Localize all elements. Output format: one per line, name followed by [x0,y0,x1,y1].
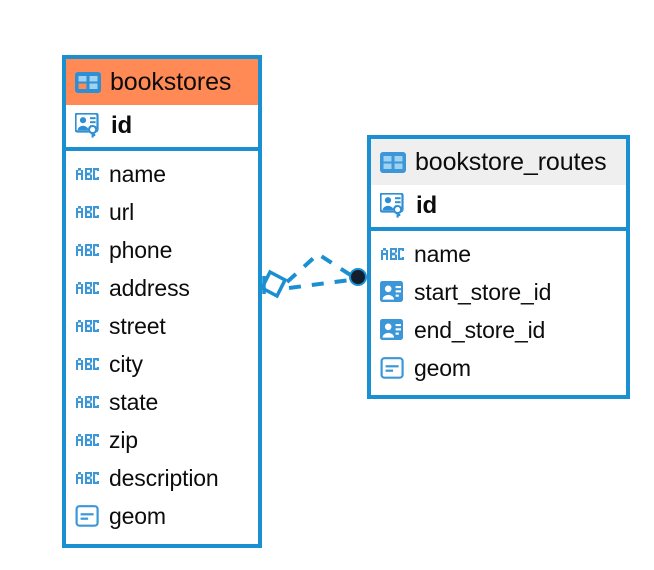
field-row-id[interactable]: id [371,185,626,231]
field-label-street: street [109,312,166,339]
field-row-start-store-id[interactable]: start_store_id [371,273,626,311]
primary-key-icon [379,192,407,219]
field-list-bookstores: id name [66,105,258,540]
text-abc-icon [75,395,100,409]
field-row-geom[interactable]: geom [371,349,626,392]
entity-title-bookstore-routes: bookstore_routes [415,147,607,176]
diamond-outline-marker [259,269,288,299]
foreign-key-icon [380,318,405,342]
text-abc-icon [75,433,100,447]
field-row-state[interactable]: state [66,383,258,421]
text-abc-icon [75,243,100,257]
text-abc-icon [75,471,100,485]
field-label-state: state [109,388,159,415]
table-icon [75,71,101,93]
field-row-geom[interactable]: geom [66,497,258,540]
field-label-zip: zip [109,426,138,453]
primary-key-icon [74,112,102,139]
field-label-start-store-id: start_store_id [414,278,552,305]
field-label-id: id [416,192,438,219]
field-label-address: address [109,274,190,301]
text-abc-icon [75,319,100,333]
entity-header-bookstore-routes[interactable]: bookstore_routes [371,139,626,185]
relationship-line-lower [288,278,351,290]
field-label-name: name [414,240,471,267]
field-row-url[interactable]: url [66,193,258,231]
text-abc-icon [75,167,100,181]
field-row-name[interactable]: name [371,231,626,273]
relationship-line-upper [285,251,354,284]
field-label-geom: geom [414,354,471,381]
entity-table-bookstores[interactable]: bookstores id [62,55,262,548]
field-list-bookstore-routes: id name [371,185,626,392]
field-row-phone[interactable]: phone [66,231,258,269]
filled-circle-marker [349,268,367,286]
field-row-street[interactable]: street [66,307,258,345]
field-label-id: id [111,112,133,139]
text-abc-icon [75,205,100,219]
field-row-zip[interactable]: zip [66,421,258,459]
field-row-city[interactable]: city [66,345,258,383]
field-label-end-store-id: end_store_id [414,316,546,343]
table-icon [380,151,406,173]
text-abc-icon [75,281,100,295]
field-row-description[interactable]: description [66,459,258,497]
field-label-geom: geom [109,502,166,529]
text-abc-icon [75,357,100,371]
field-row-end-store-id[interactable]: end_store_id [371,311,626,349]
foreign-key-icon [380,280,405,304]
entity-header-bookstores[interactable]: bookstores [66,59,258,105]
field-label-description: description [109,464,219,491]
geometry-icon [75,504,100,528]
field-row-id[interactable]: id [66,105,258,151]
geometry-icon [380,356,405,380]
field-row-address[interactable]: address [66,269,258,307]
field-row-name[interactable]: name [66,151,258,193]
field-label-city: city [109,350,143,377]
text-abc-icon [380,247,405,261]
entity-table-bookstore-routes[interactable]: bookstore_routes [367,135,630,399]
field-label-name: name [109,160,166,187]
field-label-phone: phone [109,236,173,263]
entity-title-bookstores: bookstores [110,67,232,96]
field-label-url: url [109,198,135,225]
